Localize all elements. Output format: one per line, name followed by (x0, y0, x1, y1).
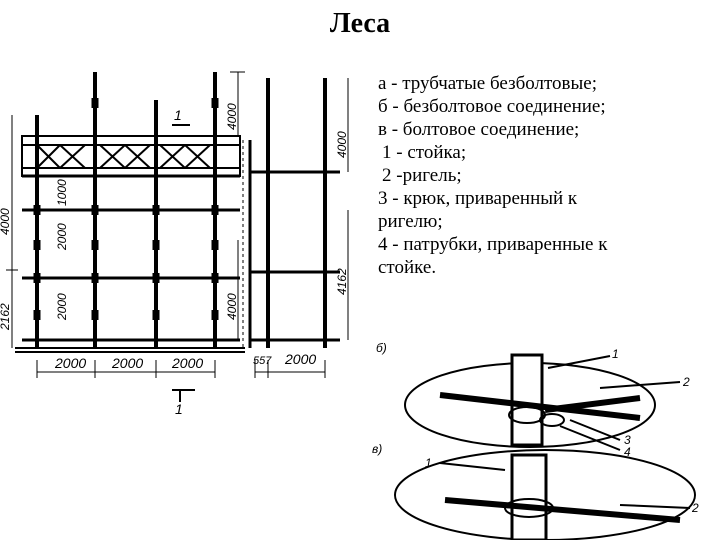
dim-side-bottom-1: 557 (253, 355, 272, 367)
main-ledgers (22, 174, 240, 342)
callout-b-3: 3 (624, 433, 631, 447)
ground-line (15, 347, 245, 353)
callout-b-4: 4 (624, 445, 631, 459)
dim-inner-2000-a: 2000 (55, 223, 69, 251)
legend-line-a: а - трубчатые безболтовые; (378, 73, 597, 94)
section-mark-top: 1 (174, 107, 182, 123)
legend-line-4b: стойке. (378, 257, 437, 278)
dim-inner-1000: 1000 (55, 179, 69, 206)
dim-mid-right: 4000 (225, 293, 239, 320)
detail-b-clamp (404, 353, 681, 451)
dim-side-top: 4000 (335, 131, 349, 158)
legend-line-c: в - болтовое соединение; (378, 119, 580, 140)
dim-bottom-2: 2000 (111, 355, 143, 371)
dim-bottom-1: 2000 (54, 355, 86, 371)
dim-top-right: 4000 (225, 103, 239, 130)
main-joints (33, 98, 219, 320)
dim-left-2162: 2162 (0, 303, 12, 331)
detail-c-clamp (394, 449, 696, 540)
callout-c-1: 1 (425, 456, 432, 470)
section-mark-bottom: 1 (175, 401, 183, 417)
guardrail (21, 135, 241, 177)
legend-line-1: 1 - стойка; (382, 142, 467, 163)
legend-line-b: б - безболтовое соединение; (378, 96, 606, 117)
legend-line-3: 3 - крюк, приваренный к (378, 188, 578, 209)
callout-b-1: 1 (612, 347, 619, 361)
callout-b-2: 2 (682, 375, 690, 389)
dim-side-bottom-2: 2000 (284, 351, 316, 367)
section-marks (172, 124, 195, 402)
dim-inner-2000-b: 2000 (55, 293, 69, 321)
callout-c-2: 2 (691, 501, 699, 515)
legend-line-2: 2 -ригель; (382, 165, 462, 186)
detail-label-b: б) (376, 341, 387, 355)
side-view (242, 78, 349, 378)
page-title: Леса (329, 8, 391, 39)
legend-line-3b: ригелю; (378, 211, 443, 232)
legend-line-4: 4 - патрубки, приваренные к (378, 234, 608, 255)
detail-label-c: в) (372, 442, 382, 456)
dim-side-right: 4162 (335, 268, 349, 295)
dim-left-4000: 4000 (0, 208, 12, 235)
dimension-lines (6, 71, 245, 378)
legend-text: а - трубчатые безболтовые; б - безболтов… (378, 72, 708, 279)
dim-bottom-3: 2000 (171, 355, 203, 371)
